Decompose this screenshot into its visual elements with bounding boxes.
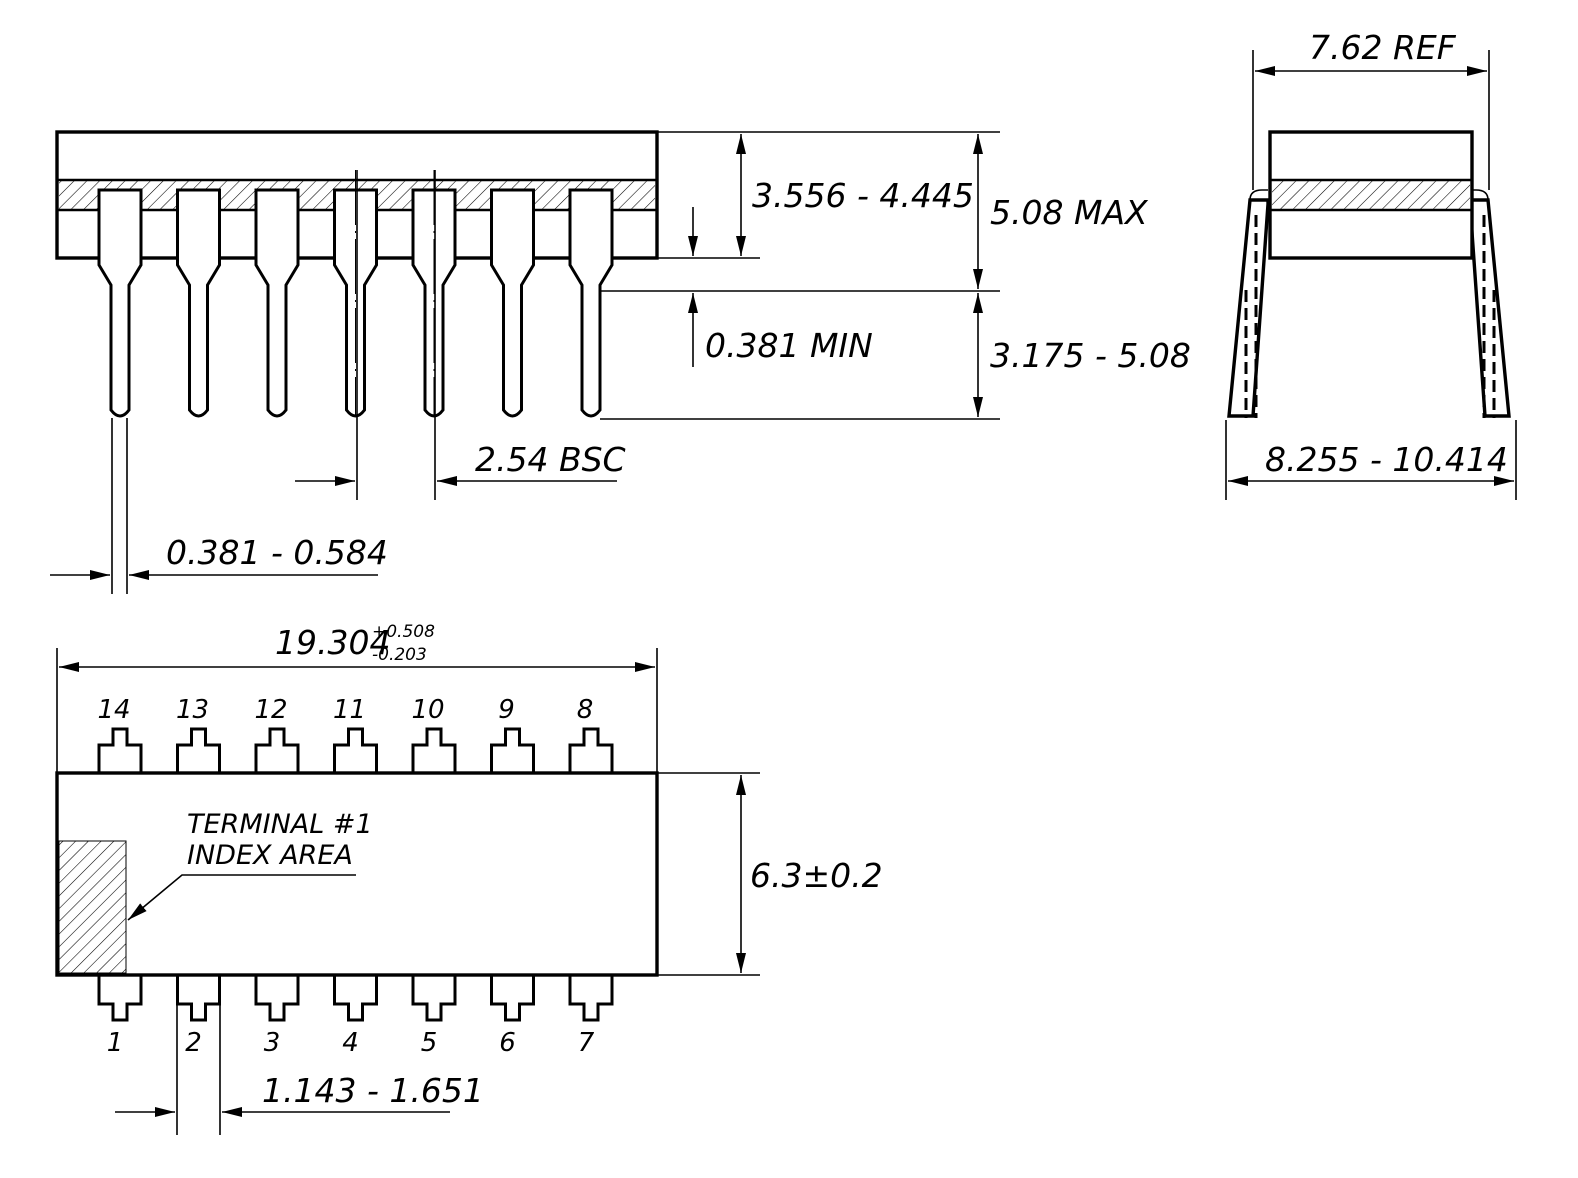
side-leads bbox=[97, 170, 614, 418]
dim-length-tol-plus: +0.508 bbox=[372, 622, 435, 642]
dim-body-height-label: 3.556 - 4.445 bbox=[752, 176, 974, 215]
top-pad bbox=[568, 727, 614, 773]
top-pad bbox=[254, 727, 300, 773]
pin-number-top: 8 bbox=[577, 695, 594, 725]
top-pads bbox=[97, 727, 614, 1022]
pin-number-bottom: 2 bbox=[185, 1028, 202, 1058]
end-body-hatch bbox=[1272, 180, 1470, 210]
dim-lead-length-label: 3.175 - 5.08 bbox=[990, 336, 1191, 375]
bottom-pad bbox=[97, 975, 143, 1022]
side-lead bbox=[176, 188, 221, 418]
dim-pitch-label: 2.54 BSC bbox=[475, 440, 626, 479]
end-lead-right-bend bbox=[1470, 189, 1489, 201]
index-label-line1: TERMINAL #1 bbox=[187, 809, 373, 840]
pin-number-top: 14 bbox=[97, 695, 130, 725]
top-pad bbox=[333, 727, 378, 773]
dim-standoff-label: 0.381 MIN bbox=[705, 326, 873, 365]
dim-lead-width-label: 0.381 - 0.584 bbox=[166, 533, 388, 572]
top-pad bbox=[97, 727, 143, 773]
top-pad bbox=[490, 727, 535, 773]
pin-number-bottom: 6 bbox=[499, 1028, 516, 1058]
top-pad bbox=[176, 727, 221, 773]
index-leader bbox=[127, 874, 356, 921]
dim-row-spacing-label: 7.62 REF bbox=[1309, 28, 1457, 67]
pin-number-bottom: 5 bbox=[421, 1028, 438, 1058]
side-lead bbox=[568, 188, 614, 418]
pin-number-top: 13 bbox=[176, 695, 209, 725]
bottom-pad bbox=[411, 975, 457, 1022]
top-body-outline bbox=[55, 771, 659, 977]
end-lead-left-bend bbox=[1249, 189, 1268, 201]
bottom-pad bbox=[490, 975, 535, 1022]
terminal-1-index-area bbox=[58, 840, 127, 974]
dim-max-height-label: 5.08 MAX bbox=[990, 193, 1149, 232]
bottom-pad bbox=[568, 975, 614, 1022]
dim-length-tol-minus: -0.203 bbox=[372, 645, 427, 665]
pin-number-top: 12 bbox=[254, 695, 287, 725]
pin-number-top: 10 bbox=[411, 695, 444, 725]
end-lead-left bbox=[1227, 198, 1270, 418]
side-lead bbox=[97, 188, 143, 418]
top-view: 14 1 13 2 12 3 11 4 10 5 9 6 8 7 19.304 +0.508 -0.203… bbox=[55, 622, 883, 1135]
end-lead-right bbox=[1468, 198, 1511, 418]
side-view: 3.556 - 4.445 5.08 MAX 0.381 MIN 3.175 -… bbox=[50, 130, 1191, 594]
bottom-pad bbox=[333, 975, 378, 1022]
pin-number-bottom: 4 bbox=[342, 1028, 359, 1058]
end-view: 7.62 REF 8.255 - 10.414 bbox=[1225, 28, 1517, 500]
top-pad bbox=[411, 727, 457, 773]
pin-number-bottom: 7 bbox=[578, 1028, 595, 1058]
pin-number-top: 11 bbox=[333, 695, 366, 725]
side-lead bbox=[490, 188, 535, 418]
pin-number-bottom: 1 bbox=[107, 1028, 124, 1058]
dim-overall-width-label: 8.255 - 10.414 bbox=[1265, 440, 1508, 479]
bottom-pad bbox=[254, 975, 300, 1022]
bottom-pad bbox=[176, 975, 221, 1022]
index-label-line2: INDEX AREA bbox=[187, 840, 353, 871]
dim-body-width-label: 6.3±0.2 bbox=[750, 856, 883, 895]
pin-labels: 14 1 13 2 12 3 11 4 10 5 9 6 8 7 bbox=[97, 695, 594, 1058]
pin-number-bottom: 3 bbox=[264, 1028, 281, 1058]
pin-number-top: 9 bbox=[498, 695, 515, 725]
dim-length-label: 19.304 bbox=[275, 623, 390, 662]
side-lead bbox=[254, 188, 300, 418]
dim-shoulder-width-label: 1.143 - 1.651 bbox=[262, 1071, 484, 1110]
